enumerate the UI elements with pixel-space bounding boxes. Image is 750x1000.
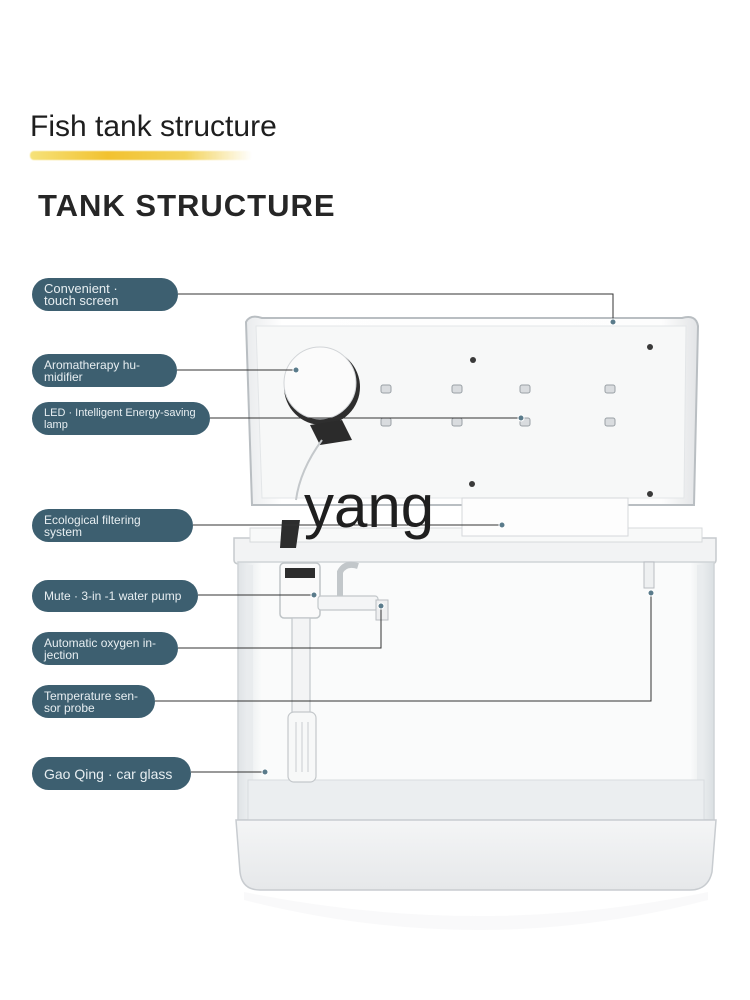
- label-car-glass: Gao Qing · car glass: [32, 757, 191, 790]
- tank-base: [235, 819, 717, 930]
- label-touch-screen: Convenient · touch screen: [32, 278, 178, 311]
- callout-dots: [261, 318, 655, 776]
- label-water-pump: Mute · 3-in -1 water pump: [32, 580, 198, 612]
- label-filtering-system: Ecological filtering system: [32, 509, 193, 542]
- lid-panel: [244, 315, 700, 506]
- title-underline: [30, 151, 252, 160]
- label-oxygen-injection: Automatic oxygen in- jection: [32, 632, 178, 665]
- section-subtitle: TANK STRUCTURE: [38, 188, 336, 223]
- page-title: Fish tank structure: [30, 110, 277, 143]
- leader-lines: [155, 293, 652, 773]
- water-pump: [279, 561, 655, 783]
- top-rim: [233, 497, 717, 565]
- label-aromatherapy-humidifier: Aromatherapy hu- midifier: [32, 354, 177, 387]
- label-temperature-probe: Temperature sen- sor probe: [32, 685, 155, 718]
- watermark-text: yang: [304, 473, 435, 540]
- label-led-lamp: LED · Intelligent Energy-saving lamp: [32, 402, 210, 435]
